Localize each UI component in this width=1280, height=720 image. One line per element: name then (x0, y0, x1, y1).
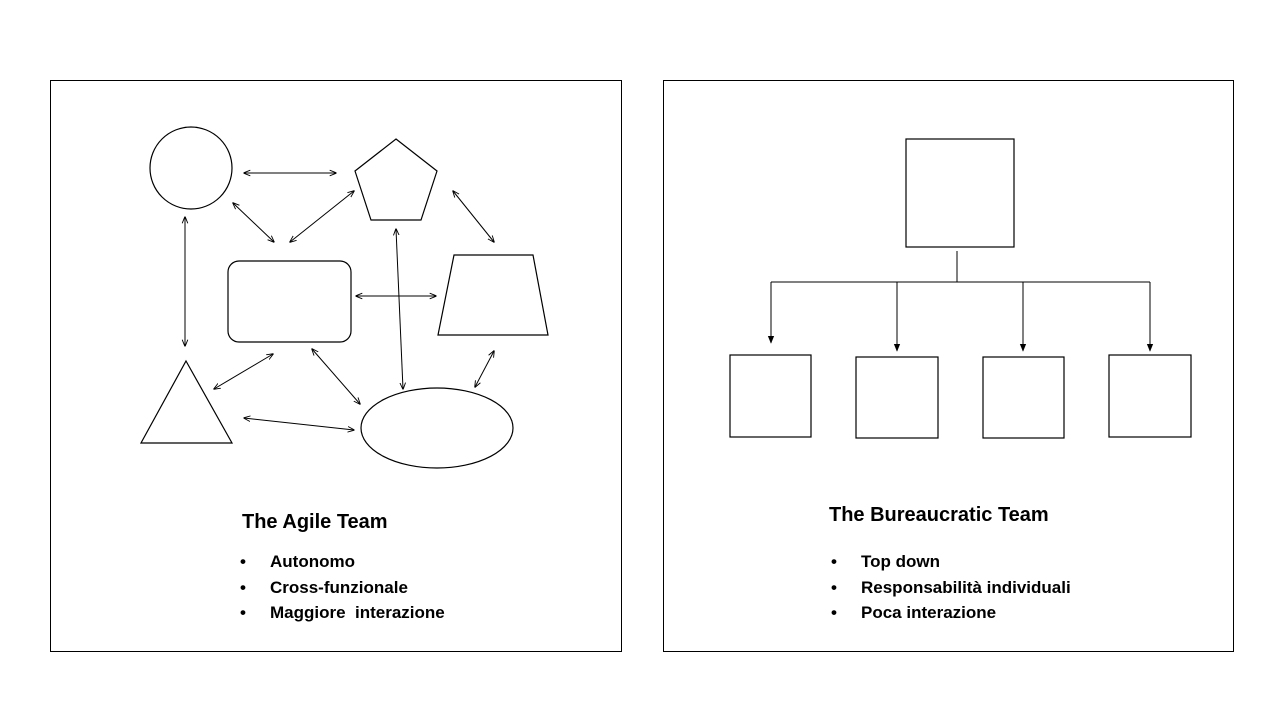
agile-bullet-list: •Autonomo •Cross-funzionale •Maggiore in… (240, 549, 445, 626)
triangle-shape (139, 359, 234, 444)
subordinate-box-2 (855, 356, 939, 439)
agile-bullet-item: •Autonomo (240, 552, 355, 571)
bureaucratic-team-panel: The Bureaucratic Team •Top down •Respons… (663, 80, 1234, 652)
manager-box (905, 138, 1015, 248)
pentagon-shape (354, 138, 438, 221)
subordinate-box-3 (982, 356, 1065, 439)
agile-network-diagram (139, 126, 549, 469)
arrow-pentagon-trapezoid (453, 191, 494, 242)
arrow-triangle-ellipse (244, 418, 354, 430)
arrow-pentagon-rectangle (290, 191, 354, 242)
bureaucratic-team-title: The Bureaucratic Team (829, 504, 1049, 526)
subordinate-box-1 (729, 354, 812, 438)
bureaucratic-bullet-list: •Top down •Responsabilità individuali •P… (831, 549, 1071, 626)
trapezoid-shape (437, 254, 549, 336)
agile-bullet-item: •Cross-funzionale (240, 577, 408, 597)
arrow-rectangle-triangle (214, 354, 273, 389)
bureaucratic-bullet-item: •Poca interazione (831, 603, 997, 622)
subordinate-box-4 (1108, 354, 1192, 438)
agile-bullet-item: •Maggiore interazione (240, 603, 445, 622)
rounded-rectangle-shape (227, 260, 352, 343)
agile-team-title: The Agile Team (242, 511, 388, 533)
arrow-rectangle-ellipse (312, 349, 360, 404)
arrow-pentagon-ellipse (396, 229, 403, 389)
agile-team-panel: The Agile Team •Autonomo •Cross-funziona… (50, 80, 622, 652)
arrow-circle-rectangle (233, 203, 274, 242)
ellipse-shape (360, 387, 514, 469)
bureaucratic-bullet-item: •Responsabilità individuali (831, 577, 1071, 597)
bureaucratic-hierarchy-diagram (729, 138, 1192, 439)
circle-shape (149, 126, 233, 210)
bureaucratic-bullet-item: •Top down (831, 552, 940, 571)
arrow-trapezoid-ellipse (475, 351, 494, 387)
